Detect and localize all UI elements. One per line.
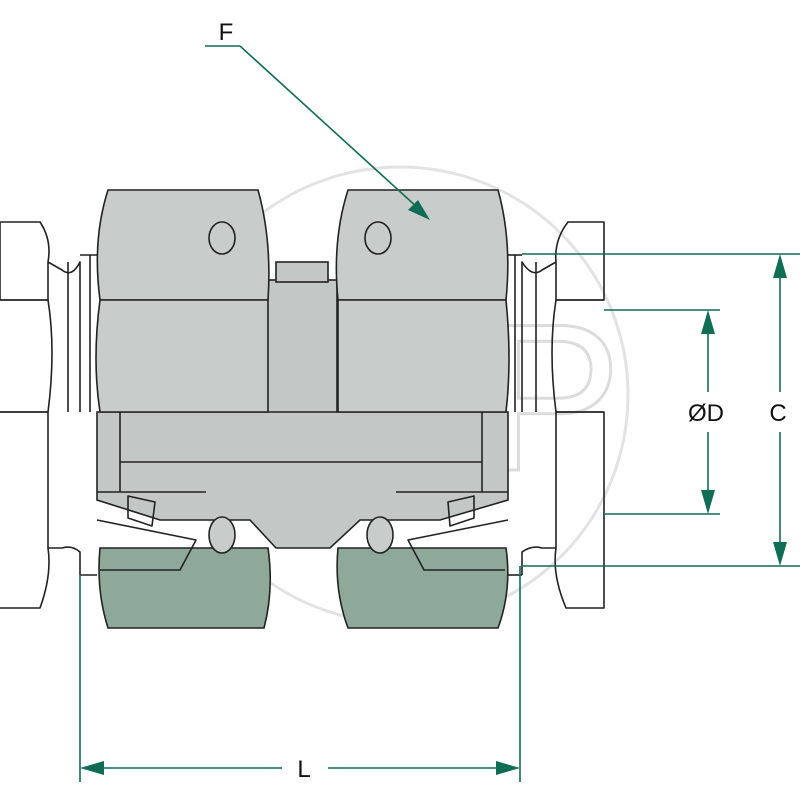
- right-end-fitting: [508, 221, 605, 609]
- right-nut-hole-bottom: [366, 516, 394, 554]
- left-end-fitting: [0, 221, 97, 609]
- d-arrow-top: [701, 310, 715, 334]
- c-arrow-top: [773, 254, 787, 278]
- left-nut-hole-bottom: [208, 516, 236, 554]
- central-body: [96, 261, 509, 549]
- right-nut-hole-top: [364, 221, 392, 255]
- dimension-lines: [79, 45, 800, 782]
- label-c: C: [769, 400, 786, 427]
- l-arrow-right: [496, 761, 520, 775]
- c-arrow-bottom: [773, 542, 787, 566]
- left-union-nut: [95, 189, 272, 629]
- d-arrow-bottom: [701, 490, 715, 514]
- l-arrow-left: [80, 761, 104, 775]
- label-f: F: [219, 19, 234, 46]
- label-diameter-d: ØD: [688, 400, 724, 427]
- label-l: L: [297, 756, 310, 783]
- left-nut-hole-top: [208, 221, 236, 255]
- f-leader-arrow: [408, 200, 430, 220]
- right-union-nut: [335, 189, 510, 629]
